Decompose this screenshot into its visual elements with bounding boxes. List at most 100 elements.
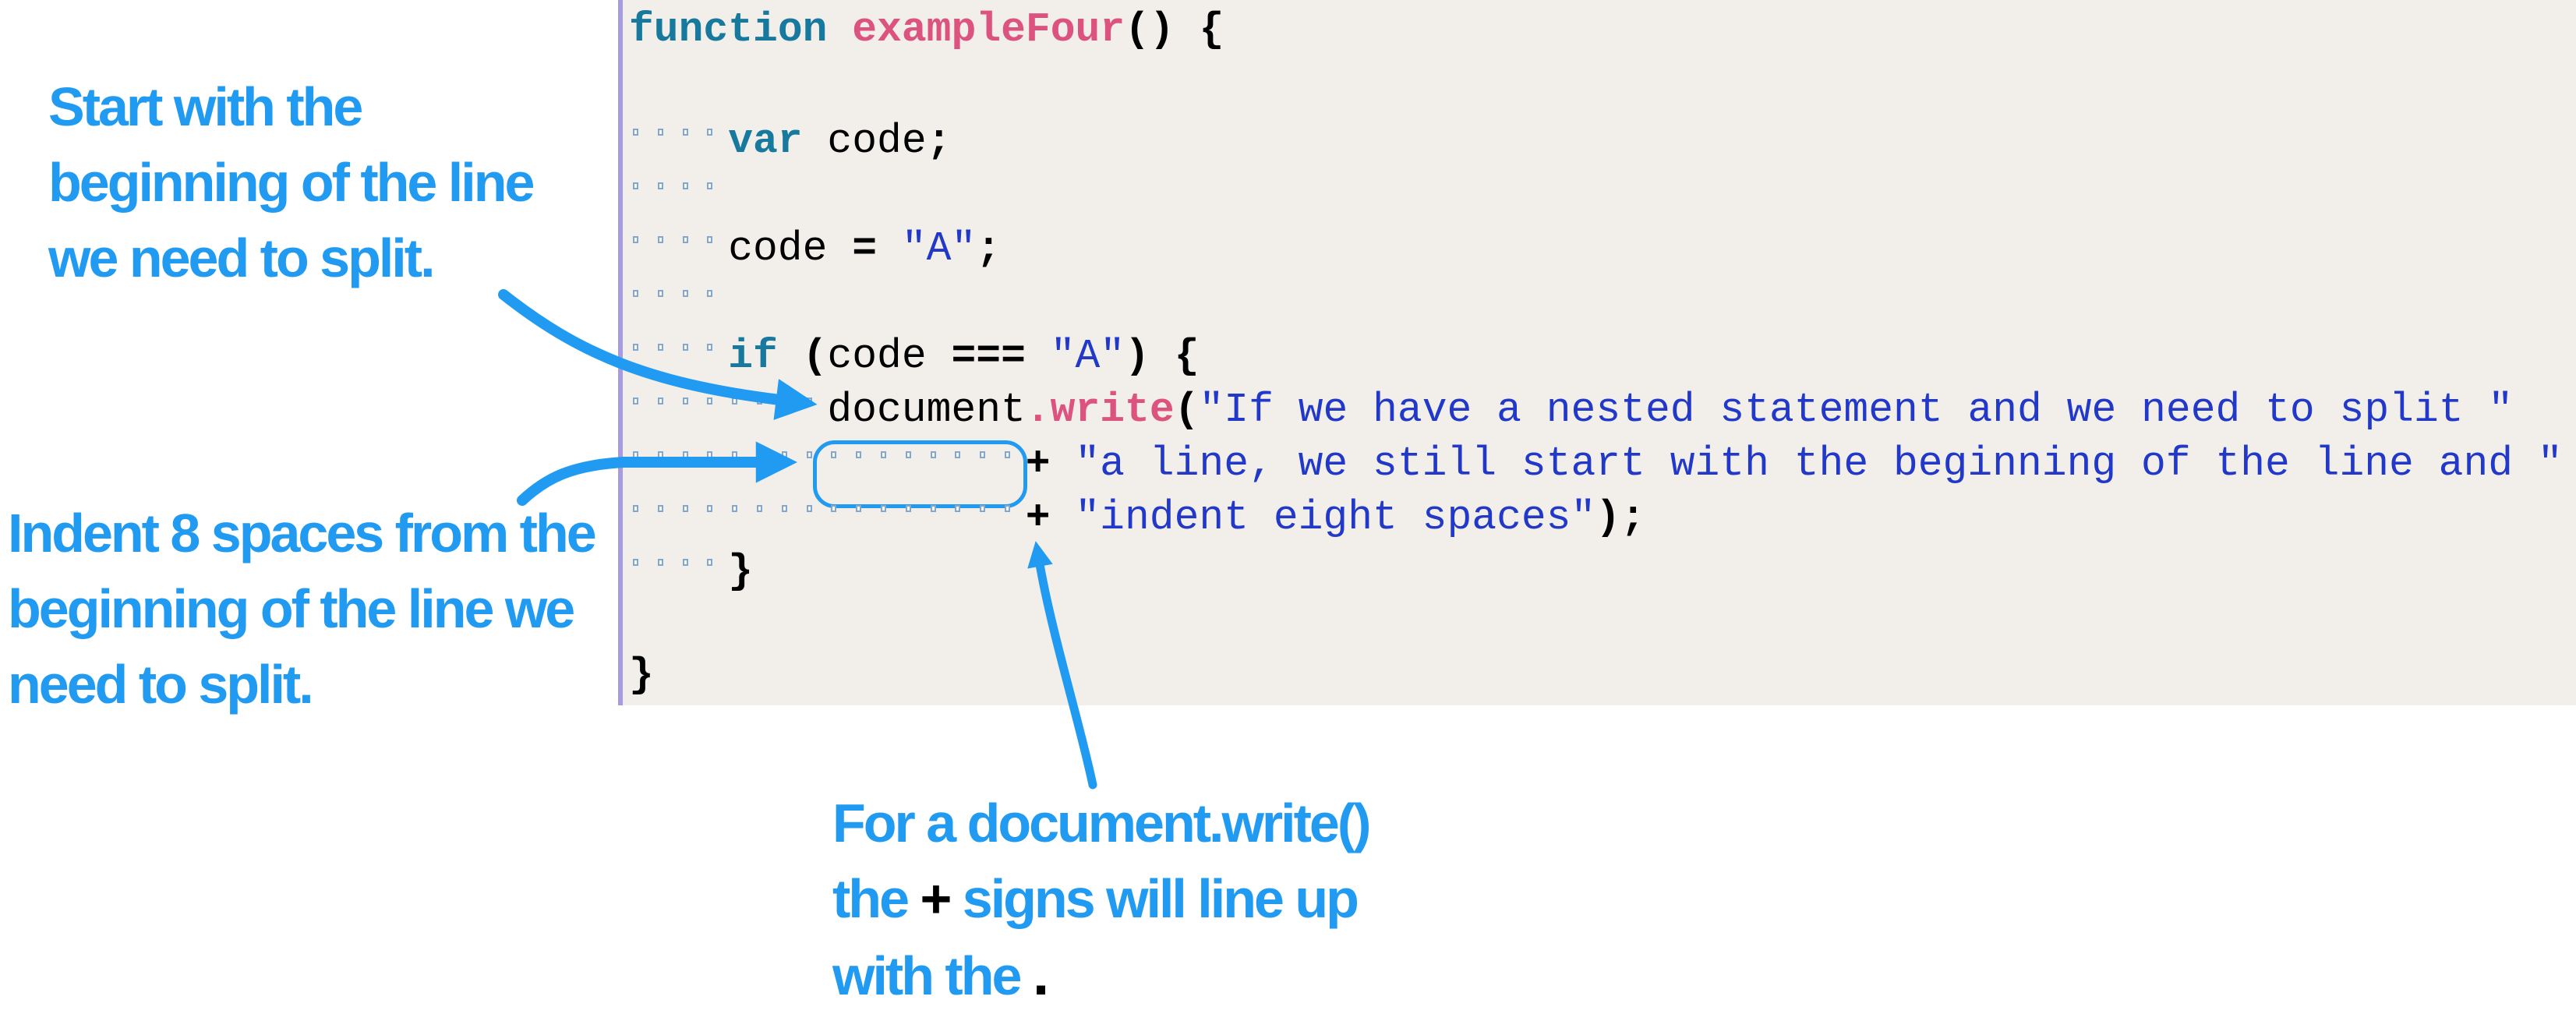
space-dot [629, 272, 654, 313]
annotation-text: beginning of the line [48, 152, 535, 213]
space-dot [803, 433, 828, 475]
code-token: "A" [901, 225, 977, 272]
space-dot [803, 380, 828, 421]
code-token: ( [802, 333, 828, 380]
space-dot [629, 164, 654, 206]
space-dot [902, 487, 927, 528]
code-line: if (code === "A") { [629, 326, 2563, 380]
space-dot [654, 218, 679, 260]
annotation-line: beginning of the line we [8, 571, 595, 647]
indent-dots [629, 333, 728, 380]
space-dot [703, 111, 728, 152]
annotation-text: signs will line up [949, 868, 1359, 929]
indent-dots [629, 440, 827, 487]
code-token: var [728, 118, 803, 164]
indent-dots [629, 279, 728, 326]
code-token: { [1199, 6, 1224, 53]
code-line: } [629, 648, 2563, 702]
code-token: if [728, 333, 778, 380]
code-token: ); [1595, 494, 1645, 541]
space-dot [629, 541, 654, 582]
space-dot [703, 272, 728, 313]
space-dot [927, 487, 952, 528]
space-dot [629, 433, 654, 475]
code-line: document.write("If we have a nested stat… [629, 380, 2563, 433]
annotation-indent-note: Indent 8 spaces from the beginning of the… [8, 496, 597, 723]
annotation-line: need to split. [8, 647, 595, 723]
annotation-text: we need to split. [48, 228, 436, 288]
space-dot [703, 541, 728, 582]
code-token [1051, 494, 1076, 541]
space-dot [703, 433, 728, 475]
code-token [1026, 333, 1051, 380]
annotation-line: beginning of the line [48, 145, 535, 221]
code-token: code [827, 333, 952, 380]
space-dot [728, 487, 753, 528]
annotation-text: beginning of the line we [8, 578, 575, 639]
space-dot [654, 380, 679, 421]
annotation-line: Indent 8 spaces from the [8, 496, 597, 571]
space-dot [654, 272, 679, 313]
space-dot [629, 487, 654, 528]
space-dot [679, 326, 704, 367]
code-line: + "a line, we still start with the begin… [629, 433, 2563, 508]
space-dot [728, 380, 753, 421]
code-line: + "indent eight spaces"); [629, 487, 2563, 541]
space-dot [679, 272, 704, 313]
code-token: document [827, 387, 1026, 433]
space-dot [927, 433, 952, 475]
space-dot [902, 433, 927, 475]
code-token: = [852, 225, 878, 272]
annotation-line: we need to split. [48, 221, 532, 296]
space-dot [852, 433, 877, 475]
annotation-text: Start with the [48, 76, 363, 137]
indent-dots [629, 225, 728, 272]
indent-dots [629, 171, 728, 218]
space-dot [679, 164, 704, 206]
annotation-text: For a document.write() [832, 793, 1371, 853]
space-dot [654, 164, 679, 206]
space-dot [654, 541, 679, 582]
space-dot [852, 487, 877, 528]
annotation-text: need to split. [8, 654, 314, 715]
space-dot [654, 326, 679, 367]
indent-dots [629, 548, 728, 595]
space-dot [778, 433, 803, 475]
space-dot [679, 541, 704, 582]
code-editor-panel: function exampleFour() {var code;code = … [618, 0, 2576, 705]
space-dot [951, 433, 976, 475]
code-token: } [728, 548, 753, 595]
space-dot [753, 487, 778, 528]
code-token: () [1125, 6, 1175, 53]
indent-dots [629, 494, 1026, 541]
code-token: code [728, 225, 853, 272]
space-dot [803, 487, 828, 528]
space-dot [679, 380, 704, 421]
indent-dots [629, 118, 728, 164]
space-dot [654, 487, 679, 528]
space-dot [629, 326, 654, 367]
annotation-line: Start with the [48, 69, 532, 145]
space-dot [703, 164, 728, 206]
annotation-text: + [920, 868, 952, 929]
code-token [877, 225, 902, 272]
code-token: ) [1125, 333, 1150, 380]
annotation-text: the [832, 868, 921, 929]
space-dot [629, 111, 654, 152]
code-token [1150, 333, 1175, 380]
space-dot [679, 111, 704, 152]
annotation-plus-note: For a document.write() the + signs will l… [832, 786, 1371, 1012]
code-line [629, 272, 2563, 326]
code-token [1051, 440, 1076, 487]
annotation-text: . [1032, 941, 1049, 1008]
space-dot [827, 433, 852, 475]
code-lines: function exampleFour() {var code;code = … [629, 3, 2563, 702]
code-token: code [802, 118, 927, 164]
space-dot [827, 487, 852, 528]
space-dot [654, 433, 679, 475]
space-dot [976, 487, 1001, 528]
code-token: === [951, 333, 1026, 380]
space-dot [778, 380, 803, 421]
indent-highlight-box [813, 433, 1028, 508]
annotation-line: the + signs will line up [832, 861, 1369, 937]
